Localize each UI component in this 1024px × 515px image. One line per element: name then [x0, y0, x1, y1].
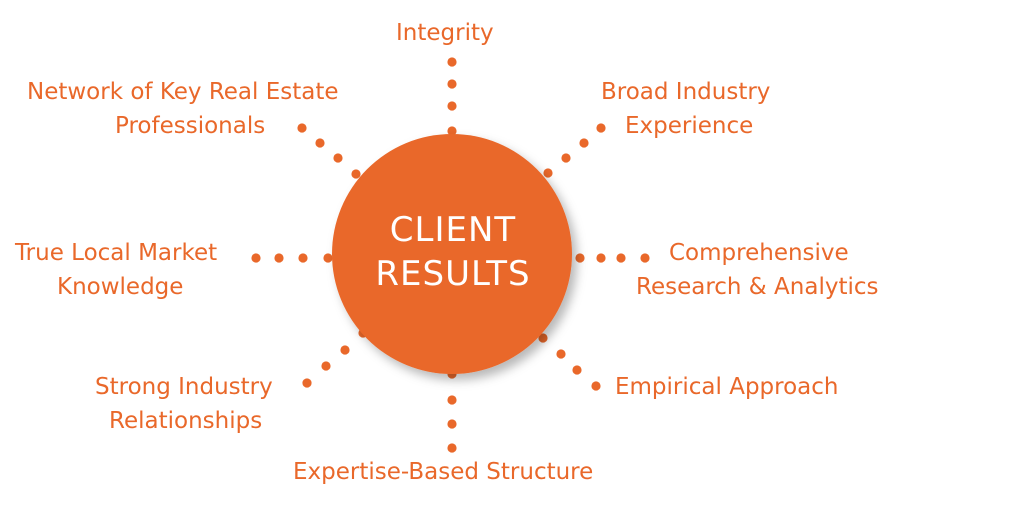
- node-strong-industry-line-2: Relationships: [109, 408, 263, 434]
- connector-dot-network-2: [315, 138, 325, 148]
- connector-dot-true-local-4: [323, 253, 333, 263]
- connector-dot-integrity-2: [447, 79, 457, 89]
- connector-dot-empirical-4: [591, 381, 601, 391]
- connector-dot-expertise-3: [447, 419, 457, 429]
- connector-dot-empirical-2: [556, 349, 566, 359]
- node-true-local-market-knowledge: True Local Market Knowledge: [15, 236, 217, 304]
- node-true-local-line-1: True Local Market: [15, 240, 218, 266]
- node-integrity-line-1: Integrity: [396, 20, 494, 46]
- connector-dot-true-local-2: [274, 253, 284, 263]
- connector-dot-empirical-3: [572, 365, 582, 375]
- node-integrity: Integrity: [396, 16, 494, 50]
- node-network-of-professionals: Network of Key Real Estate Professionals: [27, 75, 339, 143]
- connector-dots: [251, 57, 650, 453]
- node-expertise-line-1: Expertise-Based Structure: [293, 459, 594, 485]
- node-broad-industry-line-1: Broad Industry: [601, 79, 771, 105]
- connector-dot-comprehensive-1: [575, 253, 585, 263]
- connector-dot-true-local-1: [251, 253, 261, 263]
- connector-dot-integrity-4: [447, 126, 457, 136]
- connector-dot-strong-industry-4: [302, 378, 312, 388]
- node-comprehensive-line-1: Comprehensive: [669, 240, 849, 266]
- connector-dot-integrity-1: [447, 57, 457, 67]
- connector-dot-broad-industry-4: [543, 168, 553, 178]
- node-true-local-line-2: Knowledge: [57, 274, 184, 300]
- center-label-line-1: CLIENT: [389, 210, 517, 250]
- node-network-line-2: Professionals: [115, 113, 266, 139]
- connector-dot-strong-industry-2: [340, 345, 350, 355]
- node-strong-industry-relationships: Strong Industry Relationships: [95, 370, 273, 438]
- node-empirical-line-1: Empirical Approach: [615, 374, 839, 400]
- node-broad-industry-experience: Broad Industry Experience: [601, 75, 770, 143]
- connector-dot-comprehensive-4: [640, 253, 650, 263]
- connector-dot-comprehensive-3: [616, 253, 626, 263]
- node-comprehensive-line-2: Research & Analytics: [636, 274, 879, 300]
- connector-dot-network-1: [297, 123, 307, 133]
- node-comprehensive-research: Comprehensive Research & Analytics: [636, 236, 879, 304]
- connector-dot-integrity-3: [447, 101, 457, 111]
- center-circle: [332, 134, 572, 374]
- node-strong-industry-line-1: Strong Industry: [95, 374, 273, 400]
- node-empirical-approach: Empirical Approach: [615, 370, 839, 404]
- connector-dot-network-4: [351, 169, 361, 179]
- connector-dot-comprehensive-2: [596, 253, 606, 263]
- connector-dot-true-local-3: [298, 253, 308, 263]
- connector-dot-expertise-4: [447, 443, 457, 453]
- connector-dot-strong-industry-3: [321, 361, 331, 371]
- node-network-line-1: Network of Key Real Estate: [27, 79, 339, 105]
- connector-dot-network-3: [333, 153, 343, 163]
- connector-dot-broad-industry-3: [561, 153, 571, 163]
- center-label: CLIENT RESULTS: [351, 208, 555, 296]
- connector-dot-expertise-2: [447, 395, 457, 405]
- node-broad-industry-line-2: Experience: [625, 113, 754, 139]
- node-expertise-based-structure: Expertise-Based Structure: [293, 455, 593, 489]
- connector-dot-empirical-1: [538, 333, 548, 343]
- connector-dot-broad-industry-1: [596, 123, 606, 133]
- connector-dot-broad-industry-2: [579, 138, 589, 148]
- center-label-line-2: RESULTS: [375, 254, 531, 294]
